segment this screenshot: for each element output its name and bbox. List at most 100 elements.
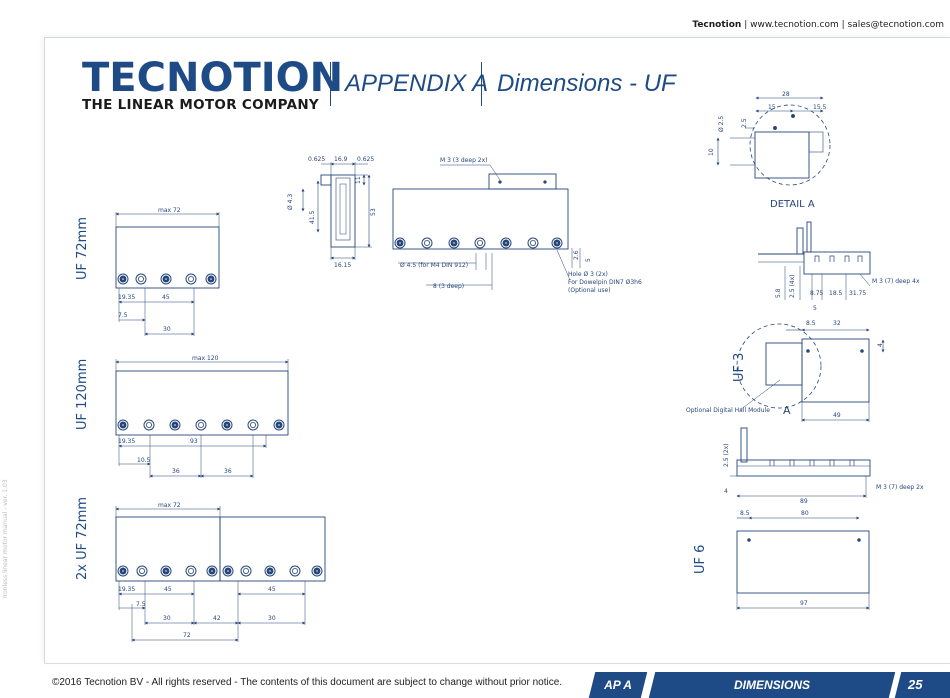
dim-80: 80 <box>801 510 809 517</box>
uf120-drawing <box>115 359 289 478</box>
uf3-top-drawing <box>736 323 885 422</box>
dim-75: 7.5 <box>118 312 128 319</box>
dim-11: 11 <box>355 176 362 184</box>
side-view-drawing <box>392 164 581 290</box>
dim-97: 97 <box>800 600 808 607</box>
detail-a-label: DETAIL A <box>770 199 815 210</box>
dim-72: 72 <box>183 632 191 639</box>
contact-links[interactable]: | www.tecnotion.com | sales@tecnotion.co… <box>744 20 944 30</box>
dim-58: 5.8 <box>775 288 782 298</box>
dim-m3-4x: M 3 (7) deep 4x <box>872 278 920 285</box>
dim-25b: 2.5 <box>741 118 748 128</box>
hall-module-label: Optional Digital Hall Module <box>686 407 770 414</box>
dim-dowel: For Dowelpin DIN7 Ø3h6 <box>568 279 642 286</box>
dim-53: 53 <box>370 208 377 216</box>
dim-max72: max 72 <box>158 207 181 214</box>
dim-49: 49 <box>833 412 841 419</box>
dim-155: 15.5 <box>813 104 827 111</box>
dim-85a: 8.5 <box>806 320 816 327</box>
page-number-tab: 25 <box>894 672 950 698</box>
dim-max72: max 72 <box>158 502 181 509</box>
dim-hole45: Ø 4.5 (for M4 DIN 912) <box>400 262 468 269</box>
dim-93: 93 <box>190 438 198 445</box>
dim-169: 16.9 <box>334 156 348 163</box>
dim-4: 4 <box>877 343 884 347</box>
dim-max120: max 120 <box>192 355 219 362</box>
dim-10: 10 <box>708 148 715 156</box>
dim-25-2x: 2.5 (2x) <box>723 444 730 468</box>
dimensions-tab[interactable]: DIMENSIONS <box>648 672 896 698</box>
logo-wordmark: TECNOTION <box>82 55 344 101</box>
tecnotion-logo: TECNOTION THE LINEAR MOTOR COMPANY <box>82 55 344 113</box>
appendix-tab-label: AP A <box>604 678 632 692</box>
dim-30: 30 <box>163 326 171 333</box>
dim-254: 2.5 (4x) <box>789 275 796 299</box>
page-title: Dimensions - UF <box>497 70 676 97</box>
label-uf72: UF 72mm <box>75 217 90 280</box>
copyright-text: ©2016 Tecnotion BV - All rights reserved… <box>52 677 563 688</box>
header-contact: Tecnotion | www.tecnotion.com | sales@te… <box>692 20 944 30</box>
dim-8deep: 8 (3 deep) <box>433 283 464 290</box>
company-name: Tecnotion <box>692 20 742 30</box>
dim-45: 45 <box>268 586 276 593</box>
dim-5: 5 <box>585 258 592 262</box>
dim-26: 2.6 <box>573 250 580 260</box>
dim-30: 30 <box>163 615 171 622</box>
dim-m3-top: M 3 (3 deep 2x) <box>440 157 488 164</box>
dim-1935: 19.35 <box>118 294 135 301</box>
dim-43: Ø 4.3 <box>287 194 294 210</box>
drawing-sheet <box>44 37 950 663</box>
uf6-top-drawing <box>736 516 870 610</box>
dim-415: 41.5 <box>309 210 316 224</box>
label-uf120: UF 120mm <box>75 359 90 430</box>
logo-tagline: THE LINEAR MOTOR COMPANY <box>82 97 320 113</box>
dim-45: 45 <box>164 586 172 593</box>
dim-105: 10.5 <box>137 457 151 464</box>
dim-875: 8.75 <box>810 290 824 297</box>
dim-0625b: 0.625 <box>357 156 374 163</box>
dim-1615: 16.15 <box>334 262 351 269</box>
footer: ©2016 Tecnotion BV - All rights reserved… <box>0 663 950 698</box>
dim-hole3: Hole Ø 3 (2x) <box>568 271 608 278</box>
manual-version-note: Ironless linear motor manual - ver. 1.03 <box>2 479 9 598</box>
page-number: 25 <box>908 677 923 692</box>
dim-4b: 4 <box>724 488 728 495</box>
appendix-title: APPENDIX A <box>345 70 489 97</box>
dim-36: 36 <box>224 468 232 475</box>
dim-30: 30 <box>268 615 276 622</box>
dim-25a: Ø 2.5 <box>718 116 725 132</box>
dim-0625a: 0.625 <box>308 156 325 163</box>
dim-28: 28 <box>782 91 790 98</box>
dim-185: 18.5 <box>829 290 843 297</box>
dim-1935: 19.35 <box>118 438 135 445</box>
dim-89: 89 <box>800 498 808 505</box>
header-divider <box>481 62 482 106</box>
dimensions-tab-label: DIMENSIONS <box>733 678 810 692</box>
detail-a-drawing <box>716 96 831 186</box>
label-uf2x72: 2x UF 72mm <box>75 497 90 580</box>
uf2x72-drawing <box>115 506 326 642</box>
uf6-side-drawing <box>730 427 871 498</box>
header-divider <box>330 62 331 106</box>
cross-section-drawing <box>301 162 372 260</box>
label-uf6: UF 6 <box>693 545 708 574</box>
dim-85b: 8.5 <box>740 510 750 517</box>
uf3-side-drawing <box>758 221 871 300</box>
dim-42: 42 <box>213 615 221 622</box>
dim-m3-2x: M 3 (7) deep 2x <box>876 484 924 491</box>
dim-32: 32 <box>833 320 841 327</box>
dim-36: 36 <box>172 468 180 475</box>
dim-optional: (Optional use) <box>568 287 611 294</box>
a-marker: A <box>783 404 791 417</box>
dim-1935: 19.35 <box>118 586 135 593</box>
dim-5b: 5 <box>813 305 817 312</box>
dim-75: 7.5 <box>136 601 146 608</box>
appendix-tab[interactable]: AP A <box>588 672 648 698</box>
footer-divider <box>44 663 950 664</box>
dim-45: 45 <box>162 294 170 301</box>
uf72-drawing <box>115 212 220 336</box>
dim-15: 15 <box>768 104 776 111</box>
label-uf3: UF 3 <box>732 353 747 382</box>
dim-3175: 31.75 <box>849 290 866 297</box>
